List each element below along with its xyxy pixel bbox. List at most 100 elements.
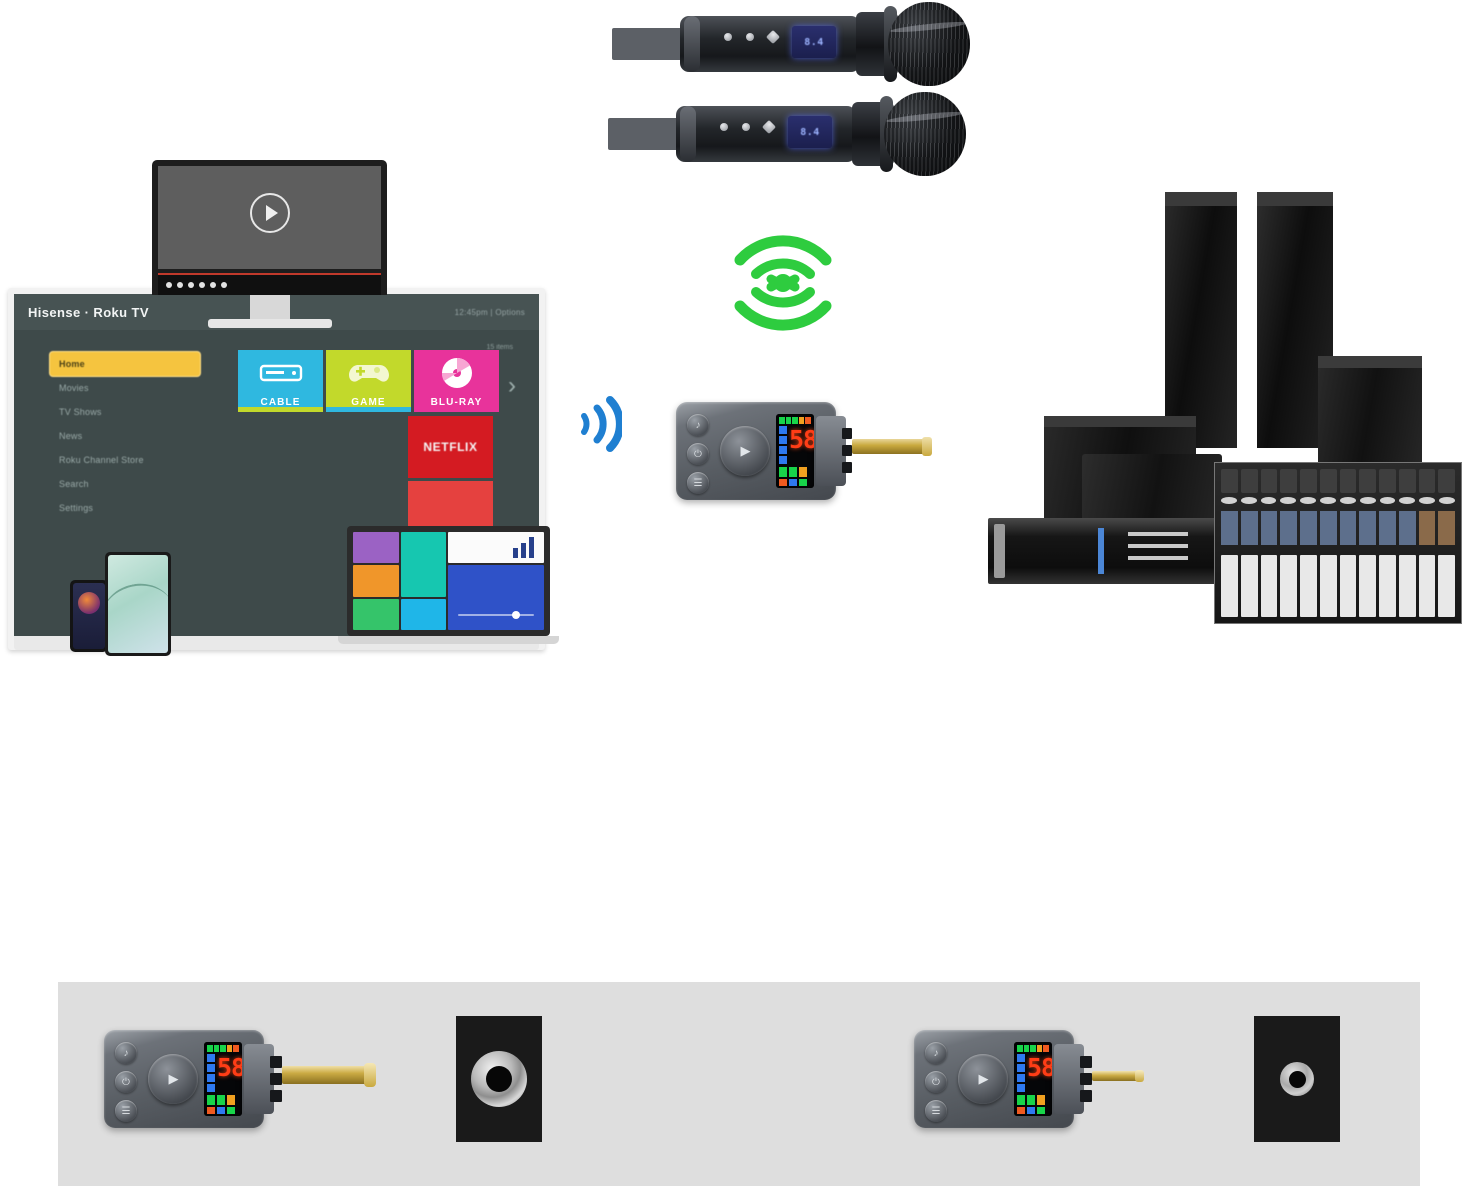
tile-bluray[interactable]: BLU-RAY xyxy=(414,350,499,412)
plug-nub xyxy=(842,445,852,456)
quarter-inch-plug xyxy=(282,1066,368,1084)
mic-button-3[interactable] xyxy=(761,119,777,135)
navigation-pad[interactable]: ▶ xyxy=(958,1054,1008,1104)
laptop-slider[interactable] xyxy=(458,611,534,619)
plug-tip xyxy=(922,437,932,456)
laptop-chart-tile[interactable] xyxy=(448,532,544,564)
mic-antenna-tail xyxy=(612,28,690,60)
lcd-main-area: 58 xyxy=(779,425,814,464)
plug-nub xyxy=(842,462,852,473)
laptop-tile-orange[interactable] xyxy=(353,565,399,597)
tile-netflix[interactable]: NETFLIX xyxy=(408,416,493,478)
control-dot[interactable] xyxy=(188,282,194,288)
power-button[interactable]: ⏻ xyxy=(687,443,709,465)
tile-netflix-label: NETFLIX xyxy=(423,440,478,454)
receiver-lcd-display: 58 xyxy=(204,1042,242,1116)
control-dot[interactable] xyxy=(199,282,205,288)
album-art-icon xyxy=(78,591,100,614)
mic-button-1[interactable] xyxy=(724,33,732,41)
mic-button-group[interactable] xyxy=(720,119,777,135)
tile-app-secondary[interactable] xyxy=(408,481,493,527)
laptop-tile-cyan[interactable] xyxy=(400,598,447,630)
tv-app-tile-column: NETFLIX xyxy=(408,416,493,527)
speaker-top-left xyxy=(1165,192,1237,206)
tv-brand-label: Hisense · Roku TV xyxy=(28,304,149,320)
tv-status-text: 12:45pm | Options xyxy=(454,307,525,317)
console-fader-bank xyxy=(1221,551,1455,617)
lcd-channel-digits: 58 xyxy=(789,425,814,454)
tile-bluray-underline xyxy=(414,407,499,412)
navigation-pad[interactable]: ▶ xyxy=(148,1054,198,1104)
rack-ear-left xyxy=(994,524,1005,578)
mic-button-2[interactable] xyxy=(742,123,750,131)
mic-button-1[interactable] xyxy=(720,123,728,131)
laptop-base xyxy=(338,636,559,644)
mute-button[interactable]: ♪ xyxy=(687,414,709,436)
pa-sound-system xyxy=(970,190,1462,642)
lcd-status-row-2 xyxy=(1017,1107,1049,1114)
menu-button[interactable]: ☰ xyxy=(925,1100,947,1122)
laptop-tile-purple[interactable] xyxy=(353,532,399,564)
tile-game-underline xyxy=(326,407,411,412)
lcd-status-row-2 xyxy=(779,479,811,486)
sidebar-item-roku-channel-store[interactable]: Roku Channel Store xyxy=(59,455,144,465)
amp-slot xyxy=(1128,556,1188,560)
receiver-lcd-display: 58 xyxy=(1014,1042,1052,1116)
sidebar-item-settings[interactable]: Settings xyxy=(59,503,94,513)
control-dot[interactable] xyxy=(166,282,172,288)
mute-button[interactable]: ♪ xyxy=(925,1042,947,1064)
play-button-icon[interactable] xyxy=(249,193,290,234)
lcd-level-bars xyxy=(1017,1054,1025,1092)
mute-button[interactable]: ♪ xyxy=(115,1042,137,1064)
lcd-top-meter xyxy=(1017,1045,1049,1052)
sidebar-item-tv-shows[interactable]: TV Shows xyxy=(59,407,102,417)
disc-icon xyxy=(414,356,499,390)
console-eq-section xyxy=(1221,511,1455,545)
sidebar-item-home[interactable]: Home xyxy=(50,352,200,376)
mic-button-2[interactable] xyxy=(746,33,754,41)
mic-display: 8.4 xyxy=(792,26,836,58)
laptop-tile-teal[interactable] xyxy=(400,532,447,597)
chevron-right-icon[interactable]: › xyxy=(508,372,516,399)
mic-button-3[interactable] xyxy=(765,29,781,45)
amp-slot xyxy=(1128,532,1188,536)
mic-display: 8.4 xyxy=(788,116,832,148)
tv-tile-row: CABLE GAME BLU-RAY xyxy=(238,350,499,412)
wireless-signal-icon xyxy=(576,392,624,456)
bidirectional-wireless-signal-icon xyxy=(718,188,848,378)
control-dot[interactable] xyxy=(210,282,216,288)
power-button[interactable]: ⏻ xyxy=(925,1071,947,1093)
laptop-tile-grid xyxy=(353,532,544,630)
plug-nub xyxy=(1080,1056,1092,1068)
laptop-slider-tile[interactable] xyxy=(448,565,544,630)
menu-button[interactable]: ☰ xyxy=(115,1100,137,1122)
3.5mm-panel-jack[interactable] xyxy=(1280,1062,1314,1096)
mic-button-group[interactable] xyxy=(724,29,781,45)
plug-nub xyxy=(842,428,852,439)
power-button[interactable]: ⏻ xyxy=(115,1071,137,1093)
video-progress-bar[interactable] xyxy=(158,273,381,275)
bottom-detail-panel: ♪ ⏻ ☰ ▶ 58 xyxy=(58,982,1420,1186)
tv-sidebar-menu: Home Movies TV Shows News Roku Channel S… xyxy=(50,352,200,520)
6.35mm-panel-jack[interactable] xyxy=(471,1051,527,1107)
tile-cable[interactable]: CABLE xyxy=(238,350,323,412)
sidebar-item-movies[interactable]: Movies xyxy=(59,383,89,393)
mic-antenna-tail xyxy=(608,118,686,150)
menu-button[interactable]: ☰ xyxy=(687,472,709,494)
navigation-pad[interactable]: ▶ xyxy=(720,426,770,476)
volume-icon[interactable] xyxy=(221,282,227,288)
video-control-bar xyxy=(158,275,381,295)
sidebar-item-news[interactable]: News xyxy=(59,431,83,441)
laptop-tile-green[interactable] xyxy=(353,598,399,630)
tile-game[interactable]: GAME xyxy=(326,350,411,412)
lcd-status-row-1 xyxy=(1017,1095,1049,1105)
mic-grille-head xyxy=(888,2,970,86)
plug-nub xyxy=(270,1090,282,1102)
sidebar-item-search[interactable]: Search xyxy=(59,479,89,489)
control-dot[interactable] xyxy=(177,282,183,288)
lcd-status-row-2 xyxy=(207,1107,239,1114)
receiver-button-group: ♪ ⏻ ☰ xyxy=(925,1042,947,1122)
nav-pad-icon: ▶ xyxy=(168,1071,179,1086)
gamepad-icon xyxy=(326,356,411,390)
